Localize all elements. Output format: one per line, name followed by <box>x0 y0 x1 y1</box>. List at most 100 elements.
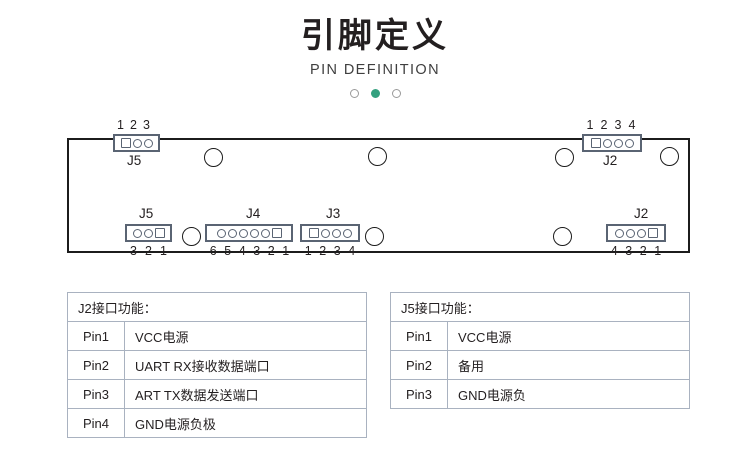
pin-number: 4 <box>628 118 636 132</box>
table-heading: J5接口功能： <box>390 292 690 322</box>
connector-bottom-right-j2-pin-numbers: 4 3 2 1 <box>607 244 665 258</box>
pad-pin-1 <box>308 228 319 238</box>
connector-top-left-j5-pin-numbers: 1 2 3 <box>114 118 153 132</box>
pad-pin-3 <box>613 138 623 148</box>
carousel-dot-2[interactable] <box>370 89 380 99</box>
table-heading: J2接口功能： <box>67 292 367 322</box>
connector-bottom-j3[interactable] <box>300 224 360 242</box>
connector-bottom-left-j5-label: J5 <box>139 206 154 221</box>
pin-number: 3 <box>625 244 633 258</box>
pad-pin-2 <box>602 138 612 148</box>
page-header: 引脚定义 PIN DEFINITION <box>0 0 750 99</box>
carousel-dot-3[interactable] <box>391 89 401 99</box>
pad-pin-2 <box>143 228 153 238</box>
pad-pin-4 <box>238 228 248 238</box>
pin-label: Pin2 <box>390 350 448 380</box>
connector-bottom-j3-label: J3 <box>326 206 341 221</box>
pin-label: Pin2 <box>67 350 125 380</box>
mounting-hole-top-2 <box>368 147 387 166</box>
pin-number: 2 <box>130 118 137 132</box>
pin-number: 1 <box>586 118 594 132</box>
pin-description: GND电源负 <box>447 379 690 409</box>
pin-number: 2 <box>600 118 608 132</box>
mounting-hole-bottom-3 <box>553 227 572 246</box>
pad-pin-4 <box>342 228 352 238</box>
pin-number: 3 <box>143 118 150 132</box>
carousel-dot-1[interactable] <box>349 89 359 99</box>
pin-number: 2 <box>639 244 647 258</box>
connector-bottom-left-j5-pin-numbers: 3 2 1 <box>126 244 171 258</box>
connector-top-left-j5-label: J5 <box>127 153 142 168</box>
connector-bottom-left-j5[interactable] <box>125 224 172 242</box>
page-subtitle: PIN DEFINITION <box>310 62 440 79</box>
connector-bottom-j4-label: J4 <box>246 206 261 221</box>
connector-bottom-j3-pin-numbers: 1 2 3 4 <box>301 244 359 258</box>
pin-description: VCC电源 <box>447 321 690 351</box>
pad-pin-3 <box>625 228 635 238</box>
table-row: Pin2 UART RX接收数据端口 <box>67 350 367 380</box>
pin-number: 1 <box>160 244 167 258</box>
pin-description: VCC电源 <box>124 321 367 351</box>
connector-top-right-j2[interactable] <box>582 134 642 152</box>
connector-top-right-j2-label: J2 <box>603 153 618 168</box>
connector-bottom-right-j2[interactable] <box>606 224 666 242</box>
pad-pin-1 <box>154 228 165 238</box>
pad-pin-2 <box>132 138 142 148</box>
connector-bottom-right-j2-label: J2 <box>634 206 649 221</box>
mounting-hole-bottom-2 <box>365 227 384 246</box>
mounting-hole-top-1 <box>204 148 223 167</box>
j2-pin-function-table: J2接口功能： Pin1 VCC电源 Pin2 UART RX接收数据端口 Pi… <box>67 292 367 438</box>
pad-pin-4 <box>614 228 624 238</box>
pin-number: 1 <box>654 244 662 258</box>
pin-description: UART RX接收数据端口 <box>124 350 367 380</box>
page-title: 引脚定义 <box>301 17 449 55</box>
table-row: Pin4 GND电源负极 <box>67 408 367 438</box>
pin-label: Pin4 <box>67 408 125 438</box>
pin-label: Pin1 <box>390 321 448 351</box>
pin-label: Pin3 <box>390 379 448 409</box>
pad-pin-3 <box>132 228 142 238</box>
pad-pin-2 <box>320 228 330 238</box>
pin-number: 4 <box>238 244 246 258</box>
pin-description: GND电源负极 <box>124 408 367 438</box>
pin-number: 1 <box>304 244 312 258</box>
mounting-hole-bottom-1 <box>182 227 201 246</box>
table-row: Pin3 GND电源负 <box>390 379 690 409</box>
pad-pin-1 <box>647 228 658 238</box>
table-row: Pin1 VCC电源 <box>390 321 690 351</box>
pin-description: 备用 <box>447 350 690 380</box>
pad-pin-2 <box>260 228 270 238</box>
pin-number: 1 <box>117 118 124 132</box>
table-header-row: J5接口功能： <box>390 292 690 322</box>
pin-number: 3 <box>333 244 341 258</box>
pin-number: 2 <box>267 244 275 258</box>
pad-pin-1 <box>271 228 282 238</box>
mounting-hole-top-4 <box>660 147 679 166</box>
pin-number: 4 <box>610 244 618 258</box>
carousel-dots <box>0 78 750 99</box>
connector-bottom-j4[interactable] <box>205 224 293 242</box>
pad-pin-4 <box>624 138 634 148</box>
connector-bottom-j4-pin-numbers: 6 5 4 3 2 1 <box>206 244 293 258</box>
pin-number: 3 <box>614 118 622 132</box>
pin-number: 2 <box>145 244 152 258</box>
pin-label: Pin3 <box>67 379 125 409</box>
pcb-board-diagram: 1 2 3 J5 1 2 3 4 J2 J5 3 2 1 J4 <box>0 110 750 275</box>
pad-pin-5 <box>227 228 237 238</box>
connector-top-left-j5[interactable] <box>113 134 160 152</box>
pin-number: 4 <box>348 244 356 258</box>
connector-top-right-j2-pin-numbers: 1 2 3 4 <box>583 118 639 132</box>
pad-pin-3 <box>331 228 341 238</box>
table-header-row: J2接口功能： <box>67 292 367 322</box>
j5-pin-function-table: J5接口功能： Pin1 VCC电源 Pin2 备用 Pin3 GND电源负 <box>390 292 690 409</box>
pin-number: 2 <box>319 244 327 258</box>
pin-number: 5 <box>224 244 232 258</box>
pad-pin-2 <box>636 228 646 238</box>
pad-pin-6 <box>216 228 226 238</box>
table-row: Pin1 VCC电源 <box>67 321 367 351</box>
pad-pin-1 <box>590 138 601 148</box>
pin-number: 3 <box>130 244 137 258</box>
pin-number: 1 <box>282 244 290 258</box>
pad-pin-3 <box>249 228 259 238</box>
pin-label: Pin1 <box>67 321 125 351</box>
